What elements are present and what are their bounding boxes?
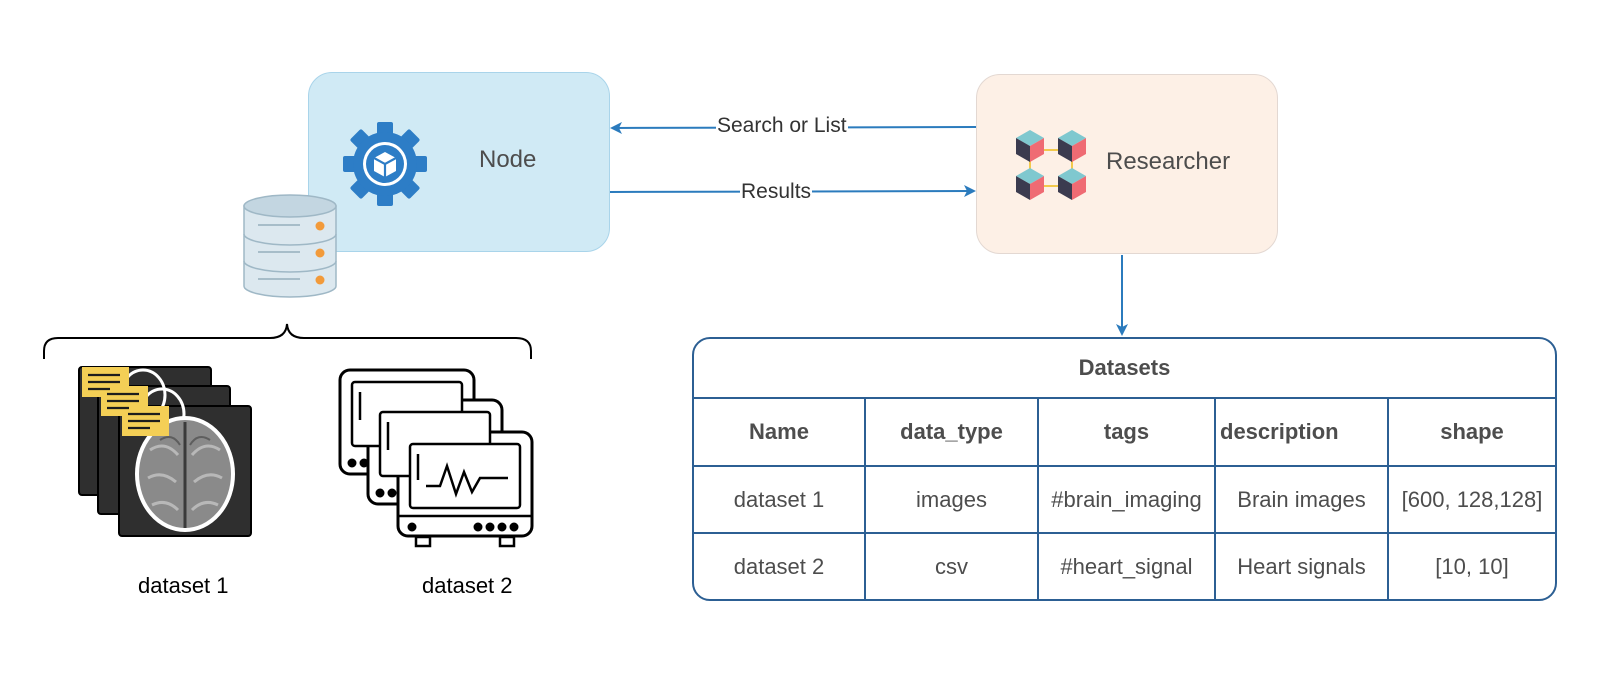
dataset-2-caption: dataset 2 <box>422 573 513 598</box>
table-cell: #brain_imaging <box>1039 467 1216 534</box>
researcher-label: Researcher <box>1106 148 1231 175</box>
results-label: Results <box>740 180 813 204</box>
table-title: Datasets <box>694 339 1555 399</box>
table-cell: dataset 1 <box>694 467 866 534</box>
datasets-table: Datasets Name data_type tags description… <box>692 337 1557 601</box>
node-label: Node <box>479 146 537 173</box>
table-cell: Brain images <box>1216 467 1389 534</box>
table-cell: Heart signals <box>1216 534 1389 599</box>
heart-monitor-icon <box>338 368 534 548</box>
column-header-tags: tags <box>1039 399 1216 467</box>
table-cell: images <box>866 467 1039 534</box>
dataset-1-caption: dataset 1 <box>138 573 229 598</box>
column-header-description: description <box>1216 399 1389 467</box>
table-cell: [600, 128,128] <box>1389 467 1555 534</box>
brain-mri-scans-icon <box>78 366 252 537</box>
table-cell: #heart_signal <box>1039 534 1216 599</box>
search-or-list-label: Search or List <box>716 114 848 138</box>
column-header-shape: shape <box>1389 399 1555 467</box>
table-cell: csv <box>866 534 1039 599</box>
column-header-name: Name <box>694 399 866 467</box>
node-box <box>308 72 610 252</box>
table-cell: dataset 2 <box>694 534 866 599</box>
researcher-box <box>976 74 1278 254</box>
datasets-brace <box>43 323 532 359</box>
table-cell: [10, 10] <box>1435 553 1509 579</box>
column-header-data-type: data_type <box>866 399 1039 467</box>
